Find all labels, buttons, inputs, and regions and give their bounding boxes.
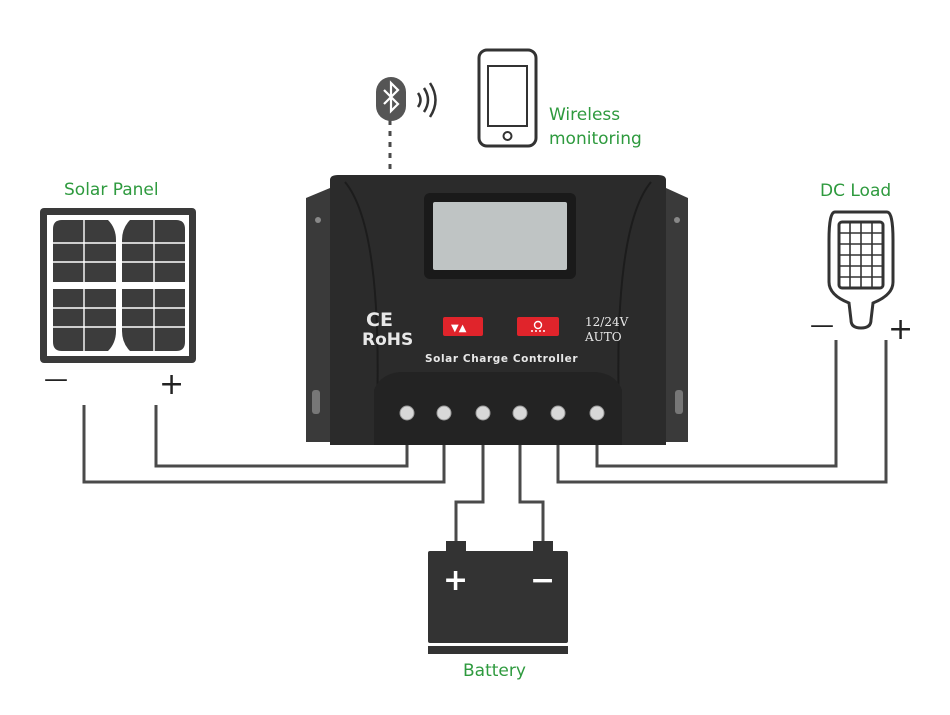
wireless-label-line1: Wireless [549,105,620,125]
mount-hole-right [674,217,680,223]
lamp-icon [531,320,545,332]
terminal-battery-positive [475,405,491,421]
wire-load-positive [556,340,888,484]
lcd-screen [433,202,567,270]
voltage-label-line1: 12/24V [585,315,629,329]
terminal-screws [399,405,605,421]
solar-positive-sign: + [159,367,184,402]
voltage-label-line2: AUTO [584,330,622,344]
terminal-battery-negative [512,405,528,421]
battery-minus-symbol: − [530,563,555,598]
terminal-load-positive [550,405,566,421]
controller-title: Solar Charge Controller [425,353,578,365]
terminal-solar-positive [399,405,415,421]
wireless-signal-icon [416,82,437,118]
dc-load-label: DC Load [820,181,891,201]
solar-panel-icon [40,208,196,363]
led-lamp-icon [827,210,895,330]
terminal-load-negative [589,405,605,421]
load-negative-sign: — [810,311,834,339]
ce-mark: CE [366,309,393,331]
solar-panel-label: Solar Panel [64,180,159,200]
wireless-label-line2: monitoring [549,129,642,149]
load-switch-button[interactable] [517,317,559,336]
solar-negative-sign: — [44,365,68,393]
up-down-button[interactable]: ▼▲ [443,317,483,336]
terminal-solar-negative [436,405,452,421]
battery-label: Battery [463,661,526,681]
solar-charge-controller: CE RoHS ▼▲ 12/24V AUTO Solar Charge Cont… [306,175,688,445]
mount-hole-left [315,217,321,223]
terminal-block [374,372,622,445]
bluetooth-icon [376,77,406,121]
up-down-arrows-icon: ▼▲ [451,323,467,334]
rohs-mark: RoHS [362,330,413,350]
wire-battery-positive [454,418,485,548]
wire-battery-negative [518,418,545,548]
smartphone-icon [477,48,538,148]
wire-solar-negative [82,405,446,484]
battery-icon [428,541,568,654]
load-positive-sign: + [888,312,913,347]
battery-plus-symbol: + [443,563,468,598]
